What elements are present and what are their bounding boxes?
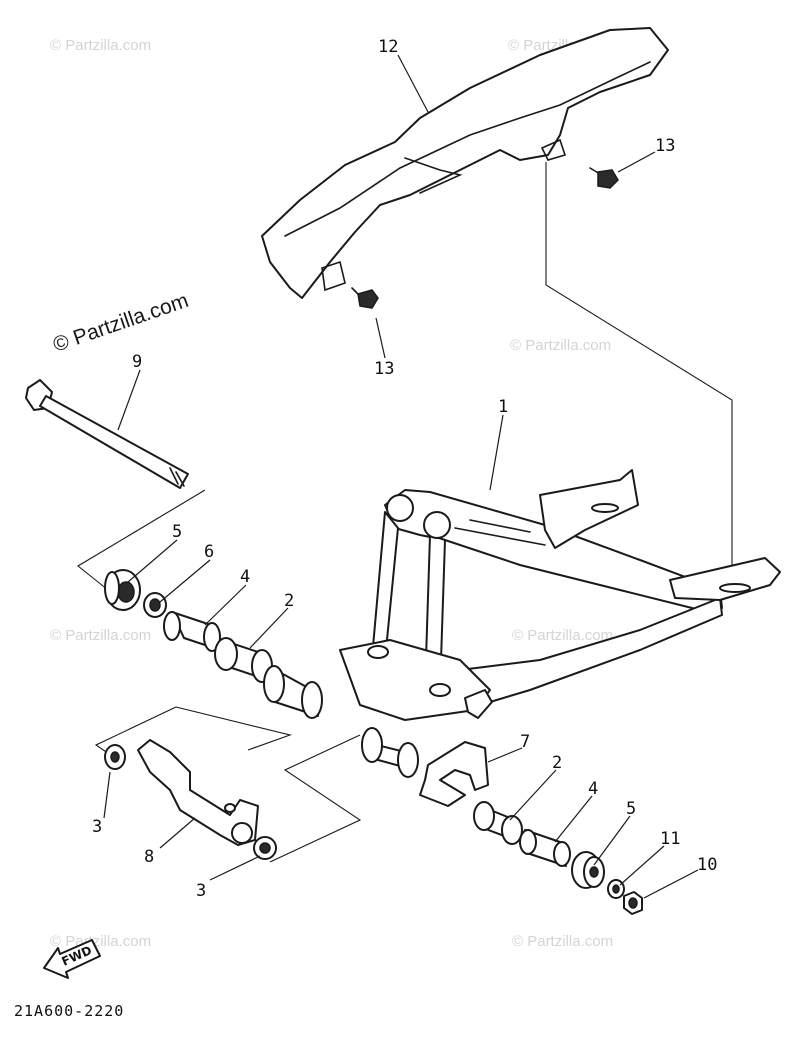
callout-2-left: 2	[284, 591, 294, 611]
diagram-code: 21A600-2220	[14, 1002, 124, 1020]
rear-arm-end-hook	[464, 689, 493, 719]
callout-6: 6	[204, 542, 214, 562]
callout-4-left: 4	[240, 567, 250, 587]
callout-3-upper: 3	[92, 817, 102, 837]
callout-7: 7	[520, 732, 530, 752]
bolt-13-upper	[589, 167, 619, 189]
watermarks: © Partzilla.com © Partzilla.com © Partzi…	[50, 37, 613, 950]
pivot-shaft-thread	[169, 467, 185, 487]
callout-1: 1	[498, 397, 508, 417]
callout-13-lower: 13	[374, 359, 394, 379]
watermark: © Partzilla.com	[510, 337, 611, 354]
guide-left-pivot	[77, 489, 206, 599]
watermark: © Partzilla.com	[50, 37, 151, 54]
bushing-right-pivot	[361, 727, 419, 778]
oil-seal-5-left	[104, 569, 141, 611]
bushing-left-pivot	[263, 665, 323, 719]
watermark: © Partzilla.com	[50, 627, 151, 644]
watermark: © Partzilla.com	[50, 933, 151, 950]
nut-10	[623, 891, 643, 915]
bushing-2-left	[214, 637, 273, 683]
rear-arm-caliper-bracket	[539, 469, 639, 549]
washer-11	[607, 879, 625, 899]
pivot-shaft-body	[39, 395, 189, 489]
callouts: 12 13 13 9 1 5 6 4 2 7 2 4 5 11 10 3 8 3	[92, 37, 717, 901]
washer-6	[143, 592, 167, 618]
rear-arm-bracket-slot	[591, 503, 619, 513]
rear-arm	[339, 469, 781, 721]
watermark-bold: © Partzilla.com	[50, 289, 191, 357]
watermark: © Partzilla.com	[512, 933, 613, 950]
rear-arm-top-bushing	[386, 494, 414, 522]
callout-5-right: 5	[626, 799, 636, 819]
callout-12: 12	[378, 37, 398, 57]
rear-arm-axle-slot	[719, 583, 751, 593]
callout-11: 11	[660, 829, 680, 849]
callout-13-upper: 13	[655, 136, 675, 156]
chain-case-body	[261, 27, 669, 299]
rear-arm-top-bushing-2	[423, 511, 451, 539]
rear-arm-axle-plate	[669, 557, 781, 601]
chain-case-edge-2	[404, 157, 463, 194]
chain-case-mount-2	[540, 138, 567, 161]
rear-arm-pivot-hole	[367, 645, 389, 659]
collar-4-right	[519, 829, 571, 867]
rear-arm-pivot-hole-2	[429, 683, 451, 697]
rear-arm-left-strut	[371, 511, 399, 661]
washer-3-upper	[104, 744, 126, 770]
oil-seal-5-right	[571, 851, 605, 889]
bracket-8	[137, 739, 259, 846]
bolt-13-lower	[351, 287, 379, 309]
callout-5-left: 5	[172, 522, 182, 542]
cover-7	[419, 741, 489, 807]
callout-4-right: 4	[588, 779, 598, 799]
callout-8: 8	[144, 847, 154, 867]
callout-2-right: 2	[552, 753, 562, 773]
collar-4-left	[163, 611, 221, 652]
washer-3-lower	[253, 836, 277, 860]
leader-lines	[103, 54, 699, 899]
guide-left-bracket-2	[175, 706, 292, 751]
chain-case-mount	[321, 260, 346, 292]
guide-right-bracket	[269, 734, 362, 863]
callout-9: 9	[132, 352, 142, 372]
callout-10: 10	[697, 855, 717, 875]
guide-chain-case	[545, 162, 733, 580]
chain-case	[261, 27, 669, 299]
callout-3-lower: 3	[196, 881, 206, 901]
watermark: © Partzilla.com	[512, 627, 613, 644]
rear-arm-detail	[454, 519, 546, 546]
pivot-shaft	[25, 379, 189, 489]
bushing-2-right	[473, 801, 523, 845]
chain-case-edge	[284, 61, 651, 237]
